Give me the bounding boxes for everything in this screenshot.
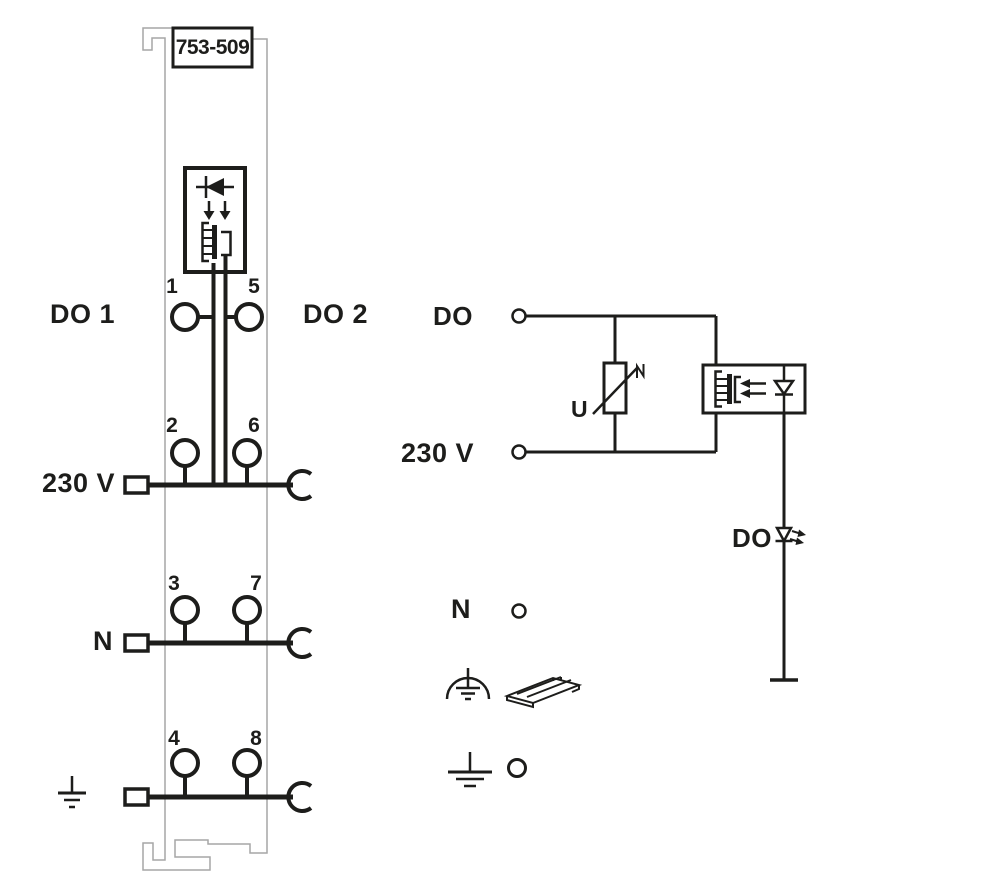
supply-connector [123,475,150,495]
earth-ground-icon [58,776,86,809]
terminal-4-number: 4 [168,727,180,750]
terminal-5 [234,302,264,332]
terminal-6 [232,438,262,468]
terminal-4 [170,748,200,778]
led-emission-arrows [789,529,806,545]
optocoupler-box [701,363,807,415]
earth-jumper-contact-icon [286,781,313,813]
light-arrows-down [203,201,231,220]
schematic-supply-label: 230 V [401,438,475,468]
light-arrows-left [740,379,766,398]
module-neutral-label: N [93,626,113,656]
terminal-8 [232,748,262,778]
led-do-label: DO [732,523,772,553]
schematic-circuit [445,308,807,788]
terminal-1 [170,302,200,332]
terminal-2 [170,438,200,468]
supply-terminal-point [511,444,527,460]
terminal-8-number: 8 [250,727,262,750]
neutral-connector [123,633,150,653]
earth-connector [123,787,150,807]
varistor-u-label: U [571,396,589,422]
earth-ground-icon [448,752,492,788]
neutral-terminal-point [511,603,527,619]
terminal-3 [170,595,200,625]
terminal-3-number: 3 [168,572,180,595]
internal-wiring [183,166,249,797]
terminals [170,302,264,778]
photodiode-symbol [196,176,234,198]
led-symbol [774,526,806,545]
varistor-symbol [592,361,645,415]
terminal-6-number: 6 [248,414,260,437]
earth-terminal-point [507,758,527,778]
do1-label: DO 1 [50,299,116,329]
terminal-7-number: 7 [250,572,262,595]
field-connections [123,469,313,813]
terminal-2-number: 2 [166,414,178,437]
neutral-jumper-contact-icon [286,627,313,659]
terminal-1-number: 1 [166,275,178,298]
part-number-box [171,26,254,69]
earth-arc-icon [445,668,491,701]
module-outline [142,27,268,871]
diode-symbol [772,366,796,412]
terminal-7 [232,595,262,625]
part-number: 753-509 [175,35,250,59]
module-supply-label: 230 V [42,468,116,498]
do-terminal-point [511,308,527,324]
do2-label: DO 2 [303,299,369,329]
triac-symbol [714,370,741,408]
schematic-do-label: DO [433,301,473,331]
din-rail-icon [503,676,583,709]
schematic-neutral-label: N [451,594,471,624]
supply-jumper-contact-icon [286,469,313,501]
terminal-5-number: 5 [248,275,260,298]
